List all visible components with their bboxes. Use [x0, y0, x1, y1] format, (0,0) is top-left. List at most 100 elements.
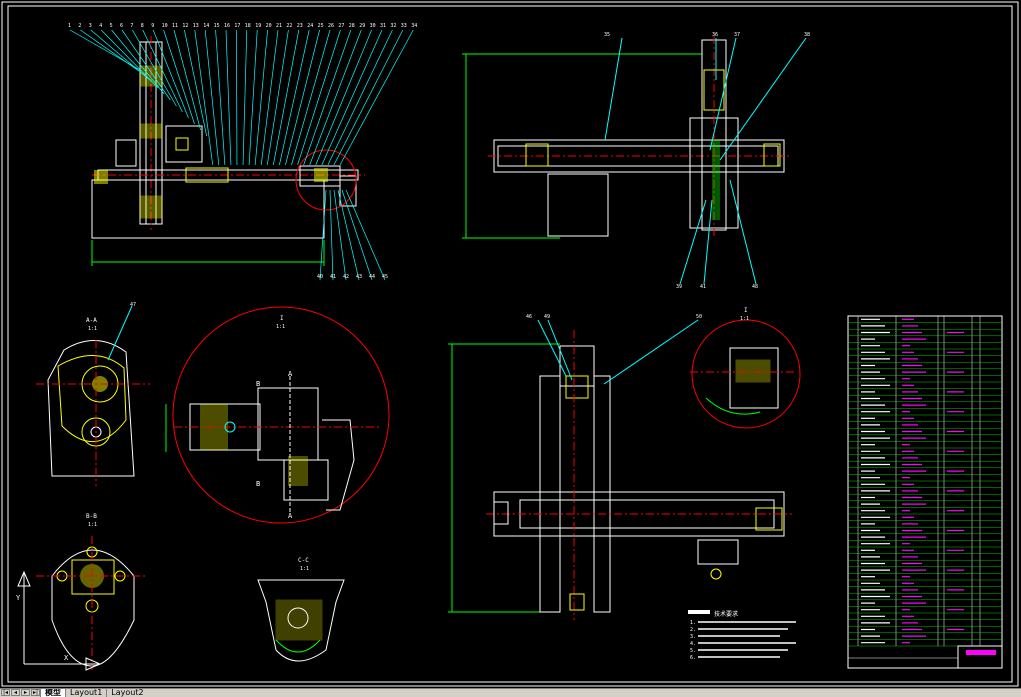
notes-title-underline	[688, 610, 710, 614]
detail-ii-body	[729, 347, 779, 409]
label-detail-i: I	[280, 315, 284, 322]
label-leader-46: 46	[526, 314, 532, 320]
leader-line	[341, 189, 373, 281]
layout-tab-0[interactable]: 模型	[40, 689, 65, 697]
leader-number: 12	[182, 23, 188, 29]
leader-line	[242, 29, 248, 166]
mark-a-bottom: A	[288, 512, 293, 520]
bearing-mid	[139, 123, 163, 139]
leader-number: 29	[359, 23, 365, 29]
leader-number: 20	[266, 23, 272, 29]
leader-line	[248, 29, 258, 166]
leader-35	[604, 37, 623, 141]
leader-48	[703, 199, 713, 285]
gear-detail	[175, 137, 189, 151]
leader-line	[327, 29, 393, 166]
elev-motor-core	[565, 375, 589, 399]
leader-number: 41	[330, 274, 336, 280]
notes-title: 技术要求	[714, 610, 738, 618]
plan-left-end	[525, 143, 549, 167]
a-a-gear-lower	[81, 417, 111, 447]
leader-number: 14	[203, 23, 209, 29]
leader-number: 35	[604, 32, 610, 38]
front-elevation-view	[448, 319, 792, 620]
leader-41	[679, 199, 707, 285]
detail-circle-i	[295, 149, 357, 211]
tab-nav-first-button[interactable]: |◂	[1, 689, 10, 696]
label-section-a-scale: 1:1	[88, 326, 97, 332]
leader-number: 23	[297, 23, 303, 29]
leader-line	[329, 189, 334, 281]
detail-ii-curve	[705, 397, 761, 415]
bearing-lower	[139, 195, 163, 219]
leader-46-line	[537, 319, 567, 377]
leader-line	[173, 29, 201, 131]
detail-ii-enlarged	[690, 319, 801, 429]
leader-number: 43	[356, 274, 362, 280]
motor-small	[115, 139, 137, 167]
leader-line	[309, 29, 362, 166]
detail-ii-circle	[691, 319, 801, 429]
leader-number: 10	[162, 23, 168, 29]
leader-line	[111, 29, 165, 95]
leader-number: 31	[380, 23, 386, 29]
note-number: 6.	[690, 655, 696, 661]
layout-tab-2[interactable]: Layout2	[106, 689, 148, 697]
leader-number: 33	[401, 23, 407, 29]
plan-end-gripper	[763, 143, 781, 167]
leader-number: 37	[734, 32, 740, 38]
elev-column-left	[539, 375, 561, 613]
a-a-housing	[47, 340, 135, 477]
detail-i-lower	[283, 459, 329, 501]
leader-line	[333, 29, 404, 166]
note-number: 4.	[690, 641, 696, 647]
label-section-a: A-A	[86, 317, 97, 324]
leader-47-line	[107, 305, 133, 361]
section-b-b-view	[36, 536, 148, 670]
plan-support	[547, 173, 609, 237]
leader-number: 34	[411, 23, 417, 29]
leader-number: 7	[130, 23, 133, 29]
detail-i-enlarged	[165, 306, 390, 524]
label-section-b: B-B	[86, 513, 97, 520]
label-detail-ii: I	[744, 307, 748, 314]
tab-nav-last-button[interactable]: ▸|	[31, 689, 40, 696]
bom-frame	[847, 315, 1003, 669]
gripper-jaw	[339, 175, 357, 207]
leader-number: 45	[382, 274, 388, 280]
note-number: 2.	[690, 627, 696, 633]
elev-wheel	[710, 568, 722, 580]
ucs-y-arrow	[17, 570, 31, 587]
b-b-block	[71, 559, 115, 595]
leader-line	[266, 29, 289, 166]
elev-base-block	[569, 593, 585, 611]
leader-number: 13	[193, 23, 199, 29]
leader-number: 16	[224, 23, 230, 29]
leader-number: 21	[276, 23, 282, 29]
leader-line	[339, 29, 414, 166]
title-block	[957, 645, 1003, 669]
leader-line	[90, 29, 153, 83]
leader-50-line	[603, 319, 699, 385]
label-section-c-scale: 1:1	[300, 566, 309, 572]
leader-number: 11	[172, 23, 178, 29]
leader-line	[345, 189, 386, 281]
tab-nav-next-button[interactable]: ▸	[21, 689, 30, 696]
mark-b-top: B	[256, 380, 260, 388]
tab-nav-prev-button[interactable]: ◂	[11, 689, 20, 696]
leader-line	[194, 29, 214, 166]
leader-line	[236, 29, 238, 166]
leader-number: 19	[255, 23, 261, 29]
ucs-x-label: X	[64, 654, 69, 662]
elev-motor	[559, 345, 595, 387]
leader-number: 1	[68, 23, 71, 29]
layout-tab-1[interactable]: Layout1	[65, 689, 107, 697]
leader-37	[709, 37, 737, 151]
label-section-c: C-C	[298, 557, 309, 564]
leader-line	[272, 29, 300, 166]
